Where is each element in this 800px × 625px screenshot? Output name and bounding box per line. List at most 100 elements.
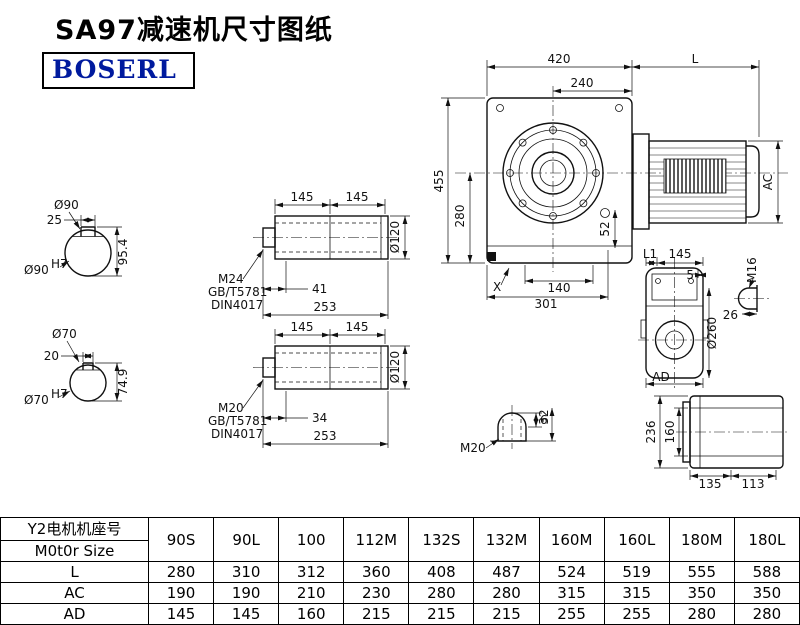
table-cell: 145 bbox=[147, 603, 215, 625]
label-main-x-mark: X bbox=[493, 280, 501, 294]
dim-main-foot: 140 bbox=[548, 281, 571, 295]
label-shaft-bot-thread: M20 bbox=[218, 401, 244, 415]
table-cell: 519 bbox=[603, 561, 670, 583]
dim-key-width-90: 25 bbox=[47, 213, 62, 227]
dim-side-gap: 5 bbox=[686, 268, 694, 282]
dim-shaft-bot-dia: Ø120 bbox=[388, 351, 402, 383]
dim-main-base: 301 bbox=[535, 297, 558, 311]
dim-main-motor-dia: AC bbox=[761, 174, 775, 190]
table-cell: 215 bbox=[473, 603, 540, 625]
dim-main-lower-height: 280 bbox=[453, 205, 467, 228]
table-cell: 210 bbox=[278, 582, 345, 604]
dim-mount-len2: 113 bbox=[742, 477, 765, 491]
column-header: 132M bbox=[473, 517, 540, 562]
table-header-row: Y2电机机座号 M0t0r Size 90S 90L 100 112M 132S… bbox=[0, 517, 800, 562]
dim-mount-len1: 135 bbox=[699, 477, 722, 491]
table-row-L: L 280 310 312 360 408 487 524 519 555 58… bbox=[0, 561, 800, 583]
dim-side-seg2: 145 bbox=[669, 247, 692, 261]
shaft-side-view-bottom: 145 145 Ø120 M20 GB/T5781 DIN4017 34 253 bbox=[208, 320, 410, 448]
dim-shaft-top-total: 253 bbox=[314, 300, 337, 314]
table-cell: 255 bbox=[538, 603, 605, 625]
column-header: 100 bbox=[278, 517, 345, 562]
page-title: SA97减速机尺寸图纸 bbox=[55, 15, 333, 46]
label-plug-thread: M20 bbox=[460, 441, 486, 455]
dim-main-inner-width: 240 bbox=[571, 76, 594, 90]
table-cell: 280 bbox=[668, 603, 735, 625]
column-header: 160L bbox=[603, 517, 670, 562]
label-shaft-bot-std2: DIN4017 bbox=[211, 427, 263, 441]
mount-side-view: 236 160 135 113 bbox=[644, 395, 790, 491]
dim-main-offset: 52 bbox=[598, 221, 612, 236]
dim-mount-outer-height: 236 bbox=[644, 421, 658, 444]
dim-plug-length: 32 bbox=[537, 409, 551, 424]
table-cell: 555 bbox=[668, 561, 735, 583]
label-shaft-top-std2: DIN4017 bbox=[211, 298, 263, 312]
table-cell: 315 bbox=[603, 582, 670, 604]
column-header: 180L bbox=[733, 517, 800, 562]
column-header: 160M bbox=[538, 517, 605, 562]
plug-detail-view: 6 32 M20 bbox=[460, 405, 556, 455]
column-header: 180M bbox=[668, 517, 735, 562]
table-cell: 280 bbox=[733, 603, 800, 625]
dim-bore-70: Ø70 bbox=[24, 393, 49, 407]
dim-key-height-70: 74.9 bbox=[116, 369, 130, 396]
shaft-end-view-70: 20 Ø70 74.9 Ø70 H7 bbox=[24, 327, 130, 407]
label-shaft-bot-std1: GB/T5781 bbox=[208, 414, 267, 428]
table-cell: 408 bbox=[408, 561, 475, 583]
gearbox-main-view: 420 L 240 455 280 52 140 301 X bbox=[432, 52, 788, 311]
dim-bore-90: Ø90 bbox=[24, 263, 49, 277]
dim-shaft-top-dia: Ø120 bbox=[388, 221, 402, 253]
table-cell: 160 bbox=[278, 603, 345, 625]
corner-header-cn: Y2电机机座号 bbox=[1, 519, 148, 541]
table-cell: 280 bbox=[408, 582, 475, 604]
dim-bore-tol-70: H7 bbox=[51, 387, 68, 401]
table-corner-header: Y2电机机座号 M0t0r Size bbox=[0, 517, 149, 562]
dim-side-seg1: L1 bbox=[643, 247, 657, 261]
dim-main-top-width: 420 bbox=[548, 52, 571, 66]
table-row-AD: AD 145 145 160 215 215 215 255 255 280 2… bbox=[0, 603, 800, 625]
dim-side-cap-len: 26 bbox=[723, 308, 738, 322]
dim-key-width-70: 20 bbox=[44, 349, 59, 363]
dim-shaft-bot-len1: 145 bbox=[291, 320, 314, 334]
table-cell: 255 bbox=[603, 603, 670, 625]
column-header: 132S bbox=[408, 517, 475, 562]
table-cell: 310 bbox=[213, 561, 280, 583]
dim-bore-tol-90: H7 bbox=[51, 257, 68, 271]
column-header: 90S bbox=[147, 517, 215, 562]
brand-logo-text: BOSERL bbox=[52, 55, 177, 84]
dim-shaft-bot-thread-len: 34 bbox=[312, 411, 327, 425]
table-cell: 588 bbox=[733, 561, 800, 583]
table-cell: 190 bbox=[213, 582, 280, 604]
oil-mark bbox=[487, 252, 496, 261]
dim-key-height-90: 95.4 bbox=[116, 239, 130, 266]
motor-size-table: Y2电机机座号 M0t0r Size 90S 90L 100 112M 132S… bbox=[0, 517, 800, 625]
column-header: 90L bbox=[213, 517, 280, 562]
dim-shaft-top-len1: 145 bbox=[291, 190, 314, 204]
label-side-thread: M16 bbox=[745, 257, 759, 283]
dim-main-total-height: 455 bbox=[432, 170, 446, 193]
table-cell: 230 bbox=[343, 582, 410, 604]
technical-drawing: 25 Ø90 95.4 Ø90 H7 20 Ø70 74.9 Ø70 H7 bbox=[24, 52, 790, 491]
dim-shaft-bot-total: 253 bbox=[314, 429, 337, 443]
table-cell: 312 bbox=[278, 561, 345, 583]
table-row-AC: AC 190 190 210 230 280 280 315 315 350 3… bbox=[0, 582, 800, 604]
dim-dia-90: Ø90 bbox=[54, 198, 79, 212]
dim-plug-cap-height: 6 bbox=[540, 413, 548, 427]
label-shaft-top-thread: M24 bbox=[218, 272, 244, 286]
corner-header-en: M0t0r Size bbox=[34, 541, 115, 560]
dim-side-flange-dia: Ø260 bbox=[705, 317, 719, 349]
dim-shaft-top-thread-len: 41 bbox=[312, 282, 327, 296]
table-cell: 280 bbox=[147, 561, 215, 583]
table-cell: 215 bbox=[343, 603, 410, 625]
motor-core bbox=[663, 158, 727, 194]
shaft-end-view-90: 25 Ø90 95.4 Ø90 H7 bbox=[24, 198, 130, 277]
row-label: AC bbox=[0, 582, 149, 604]
row-label: AD bbox=[0, 603, 149, 625]
table-cell: 487 bbox=[473, 561, 540, 583]
shaft-side-view-top: 145 145 Ø120 M24 GB/T5781 DIN4017 41 253 bbox=[208, 190, 410, 319]
table-cell: 215 bbox=[408, 603, 475, 625]
table-cell: 190 bbox=[147, 582, 215, 604]
dim-shaft-top-len2: 145 bbox=[346, 190, 369, 204]
brand-logo-box: BOSERL bbox=[42, 52, 195, 89]
table-cell: 315 bbox=[538, 582, 605, 604]
